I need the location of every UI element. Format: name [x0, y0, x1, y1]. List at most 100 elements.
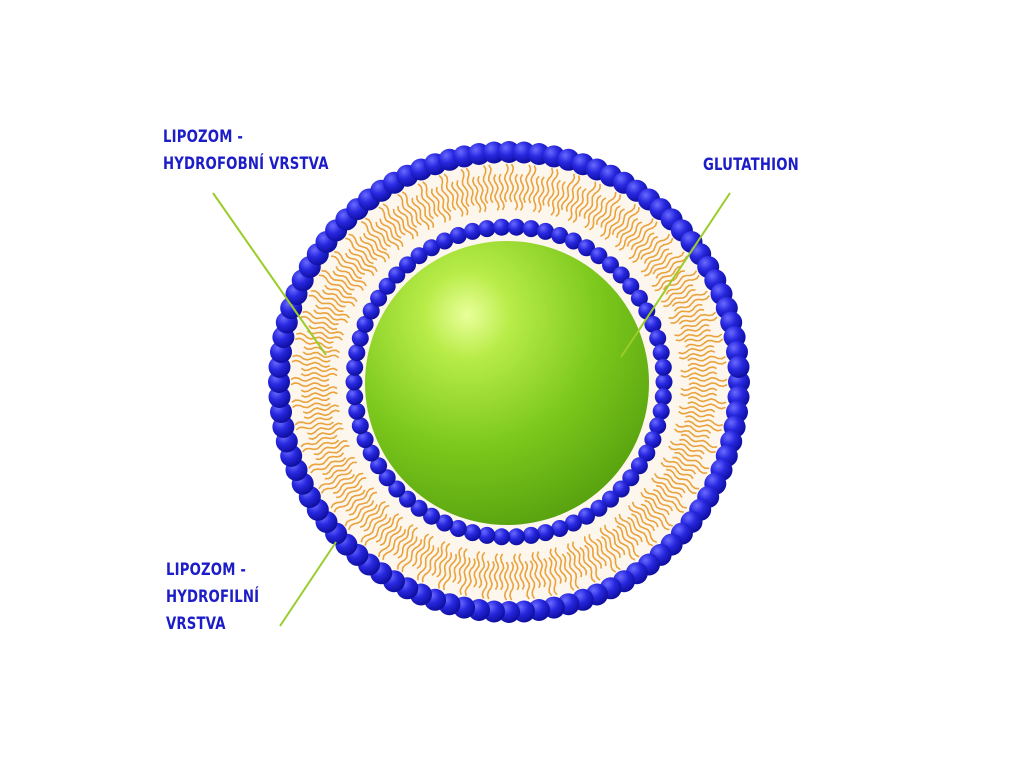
lipid-tail — [663, 289, 696, 307]
lipid-tail — [330, 255, 362, 280]
lipid-tail — [579, 546, 596, 583]
lipid-head — [652, 344, 670, 362]
lipid-head — [399, 256, 416, 274]
lipid-head — [654, 358, 672, 376]
lipid-tail — [318, 274, 352, 296]
lipid-tail — [550, 179, 561, 216]
lipid-tail — [421, 547, 439, 583]
lipid-head — [578, 239, 595, 257]
lipid-tail — [614, 217, 639, 248]
lipid-tail — [375, 513, 400, 543]
lipid-tail — [643, 487, 674, 512]
lipid-tail — [396, 536, 418, 570]
lipid-tail — [688, 382, 728, 388]
lipid-head — [649, 417, 667, 435]
glutathion-core — [365, 241, 649, 525]
lipid-tail — [313, 440, 348, 456]
lipid-tail — [616, 525, 640, 558]
lipid-tail — [688, 376, 728, 382]
lipid-tail — [604, 208, 625, 240]
lipid-tail — [685, 338, 724, 348]
lipid-head — [551, 227, 569, 244]
lipid-head — [370, 289, 388, 307]
lipid-tail — [611, 203, 636, 235]
lipid-head — [423, 239, 440, 257]
lipid-tail — [437, 552, 453, 589]
lipid-tail — [302, 310, 339, 326]
lipid-tail — [604, 524, 626, 556]
label-hydrophobic-layer: LIPOZOM - HYDROFOBNÍ VRSTVA — [163, 124, 329, 178]
lipid-tail — [348, 491, 378, 516]
lipid-tail — [301, 439, 340, 453]
lipid-tail — [465, 167, 475, 206]
lipid-tail — [616, 207, 640, 239]
lipid-tail — [382, 203, 406, 236]
lipid-tail — [363, 232, 390, 259]
lipid-tail — [359, 501, 386, 528]
lipid-tail — [640, 491, 670, 516]
lipid-tail — [334, 251, 366, 275]
lipid-tail — [291, 397, 331, 404]
lipid-tail — [668, 303, 703, 320]
lipid-tail — [600, 194, 622, 228]
lipid-tail — [315, 304, 350, 319]
lipid-tail — [345, 237, 374, 265]
lipid-tail — [687, 355, 726, 362]
lipid-tail — [680, 386, 718, 393]
label-line: HYDROFILNÍ — [166, 587, 260, 607]
lipid-tail — [596, 538, 617, 573]
lipid-head — [630, 457, 648, 475]
lipid-tail — [300, 386, 338, 393]
label-line: LIPOZOM - — [166, 560, 246, 580]
lipid-head — [537, 524, 554, 542]
lipid-tail — [567, 186, 582, 222]
lipid-head — [351, 329, 369, 347]
lipid-tail — [306, 330, 343, 341]
lipid-tail — [612, 528, 636, 561]
lipid-head — [449, 520, 467, 537]
lipid-head — [649, 329, 667, 347]
lipid-tail — [662, 457, 697, 475]
lipid-tail — [417, 545, 435, 581]
lipid-tail — [307, 422, 343, 435]
lipid-tail — [451, 181, 464, 217]
lipid-tail — [631, 501, 659, 528]
lipid-tail — [640, 248, 670, 273]
lipid-tail — [679, 350, 716, 360]
lipid-head — [378, 469, 396, 487]
lipid-tail — [498, 173, 505, 211]
lipid-tail — [513, 553, 520, 591]
outer-head-groups — [268, 141, 750, 623]
lipid-tail — [393, 524, 414, 556]
lipid-tail — [680, 371, 718, 378]
lipid-tail — [452, 546, 463, 583]
lipid-tail — [382, 529, 407, 561]
inner-head-groups — [345, 218, 673, 546]
lipid-head — [630, 289, 648, 307]
lipid-tail — [571, 541, 588, 576]
lipid-tail — [294, 416, 333, 426]
lipid-head — [410, 247, 428, 265]
lipid-head — [346, 358, 364, 376]
lipid-tail — [584, 544, 601, 581]
lipid-tail — [321, 289, 356, 307]
lipid-tail — [536, 551, 547, 588]
lipid-tail — [401, 191, 422, 226]
lipid-head — [378, 277, 396, 295]
label-glutathion: GLUTATHION — [703, 152, 799, 179]
lipid-head — [356, 431, 374, 449]
lipid-tail — [531, 552, 541, 589]
lipid-tail — [555, 181, 566, 218]
lipid-tail — [567, 543, 583, 578]
lipid-tail — [332, 270, 364, 291]
lipid-head — [612, 266, 630, 284]
lipid-tail — [308, 427, 344, 440]
lipid-head — [602, 256, 619, 274]
lipid-tail — [417, 183, 434, 220]
lipid-tail — [375, 221, 400, 251]
lipid-tail — [300, 315, 338, 331]
lipid-tail — [430, 188, 447, 223]
lipid-tail — [416, 535, 434, 570]
lipid-tail — [359, 236, 387, 263]
